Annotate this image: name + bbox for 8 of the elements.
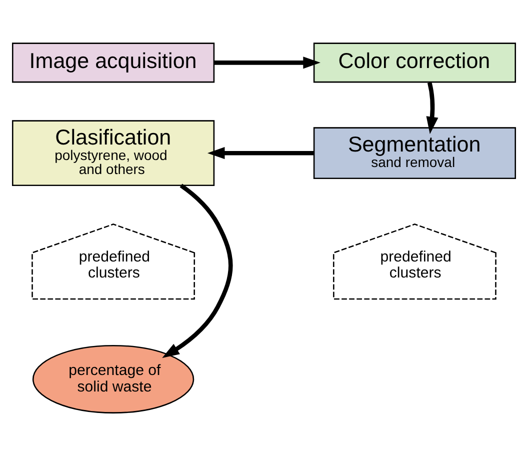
arrow [214, 56, 320, 68]
node-box: Clasification polystyrene, wood and others [12, 120, 215, 186]
node-box: Color correction [313, 42, 516, 82]
arrow [162, 183, 233, 358]
arrow [207, 146, 314, 159]
node-box: Image acquisition [12, 42, 215, 82]
arrow [426, 81, 438, 134]
node-box: Segmentation sand removal [313, 126, 516, 179]
